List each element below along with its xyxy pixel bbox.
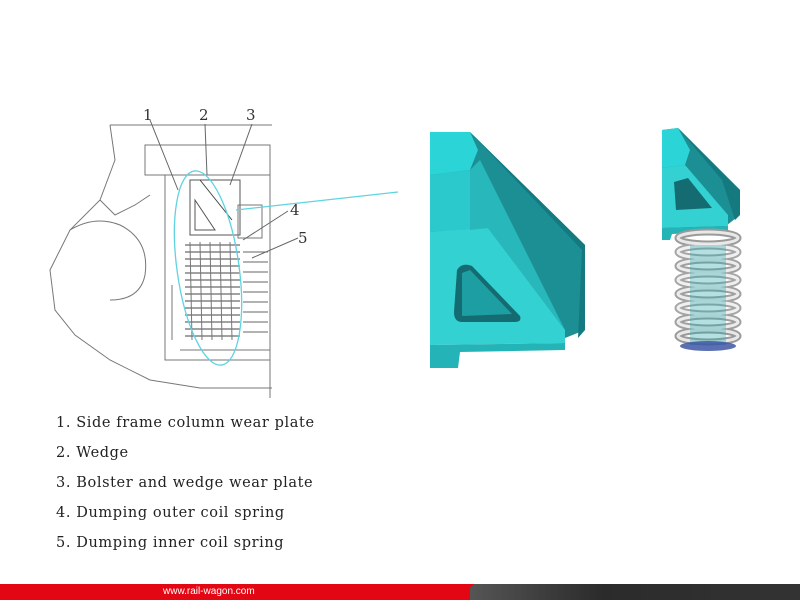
legend-item-1: 1. Side frame column wear plate (56, 415, 315, 431)
footer-red-bar (0, 584, 470, 600)
connector-line (235, 191, 399, 211)
footer-site-link[interactable]: www.rail-wagon.com (163, 586, 255, 597)
callout-4: 4 (290, 201, 300, 219)
legend-item-5: 5. Dumping inner coil spring (56, 535, 285, 551)
callout-5: 5 (298, 229, 308, 247)
technical-drawing (49, 119, 299, 398)
footer-dark-bar (470, 584, 800, 600)
legend-item-4: 4. Dumping outer coil spring (56, 505, 285, 521)
legend-item-3: 3. Bolster and wedge wear plate (56, 475, 314, 491)
wedge-3d-icon (430, 132, 585, 368)
callout-2: 2 (199, 106, 209, 124)
drawing-springs (185, 241, 268, 341)
wedge-spring-3d-icon (662, 128, 742, 351)
legend-item-2: 2. Wedge (56, 445, 129, 461)
callout-1: 1 (143, 106, 153, 124)
highlight-ellipse (173, 170, 243, 366)
footer-bar: www.rail-wagon.com (0, 584, 800, 600)
legend-list: 1. Side frame column wear plate 2. Wedge… (56, 408, 315, 558)
footer-notch (458, 584, 474, 600)
callout-3: 3 (246, 106, 256, 124)
